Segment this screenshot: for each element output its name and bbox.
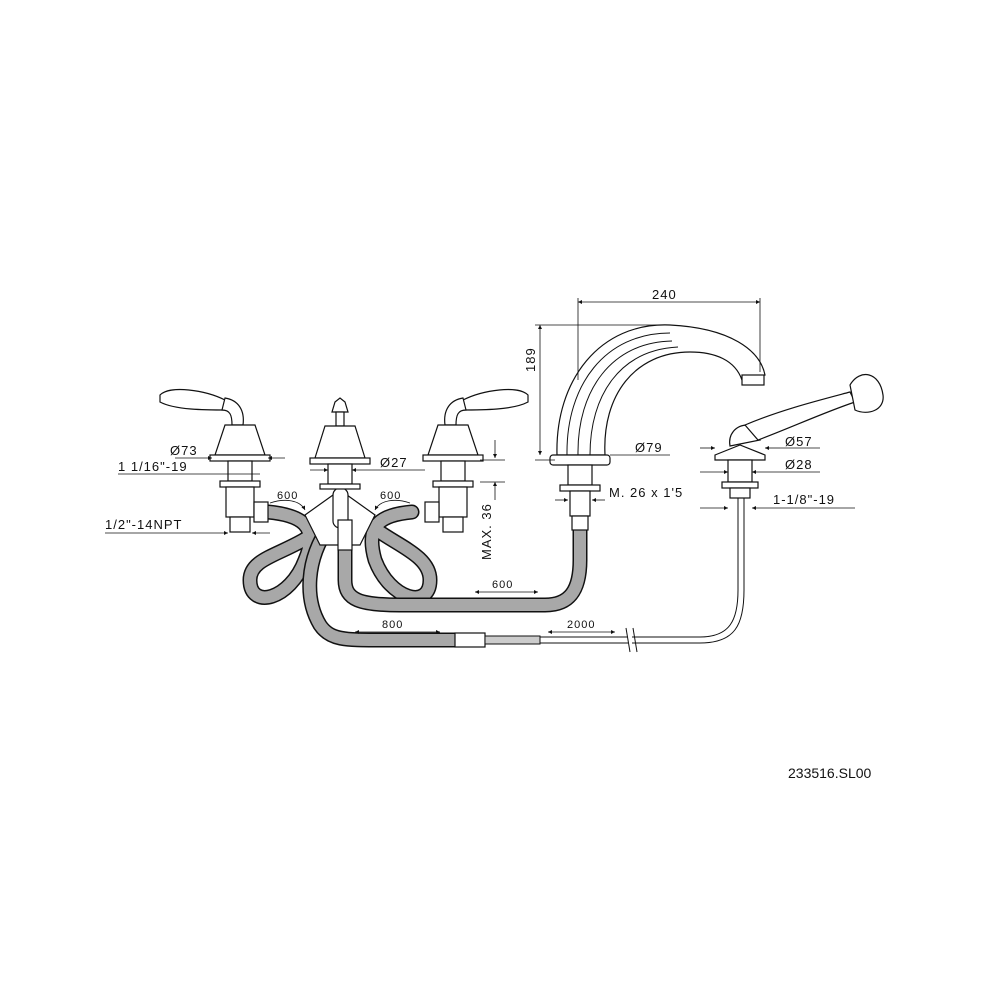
center-valve <box>309 397 371 490</box>
hand-shower <box>714 374 884 499</box>
dim-handle-thread: 1 1/16"-19 <box>118 459 188 474</box>
dim-spout-reach: 240 <box>652 287 677 302</box>
left-valve <box>159 389 271 533</box>
dim-shower-hose: 2000 <box>567 619 595 631</box>
dim-max-deck: MAX. 36 <box>479 503 494 560</box>
dim-spout-thread: M. 26 x 1'5 <box>609 485 683 500</box>
hoses <box>242 495 745 653</box>
dim-shower-shank-diameter: Ø28 <box>785 457 813 472</box>
dimension-lines <box>105 298 855 634</box>
dim-spout-height: 189 <box>523 347 538 372</box>
dim-hose-left: 600 <box>277 490 298 502</box>
dim-shower-thread: 1-1/8"-19 <box>773 492 835 507</box>
product-code: 233516.SL00 <box>788 765 872 781</box>
right-valve <box>422 389 529 533</box>
spout <box>549 324 766 531</box>
dim-handle-diameter: Ø73 <box>170 443 198 458</box>
dim-diverter-hose: 800 <box>382 619 403 631</box>
dim-center-diameter: Ø27 <box>380 455 408 470</box>
dim-inlet-thread: 1/2"-14NPT <box>105 517 182 532</box>
dim-hose-right: 600 <box>380 490 401 502</box>
diverter-body <box>304 487 376 551</box>
dim-shower-base-diameter: Ø57 <box>785 434 813 449</box>
dim-spout-base-diameter: Ø79 <box>635 440 663 455</box>
dim-spout-hose: 600 <box>492 579 513 591</box>
